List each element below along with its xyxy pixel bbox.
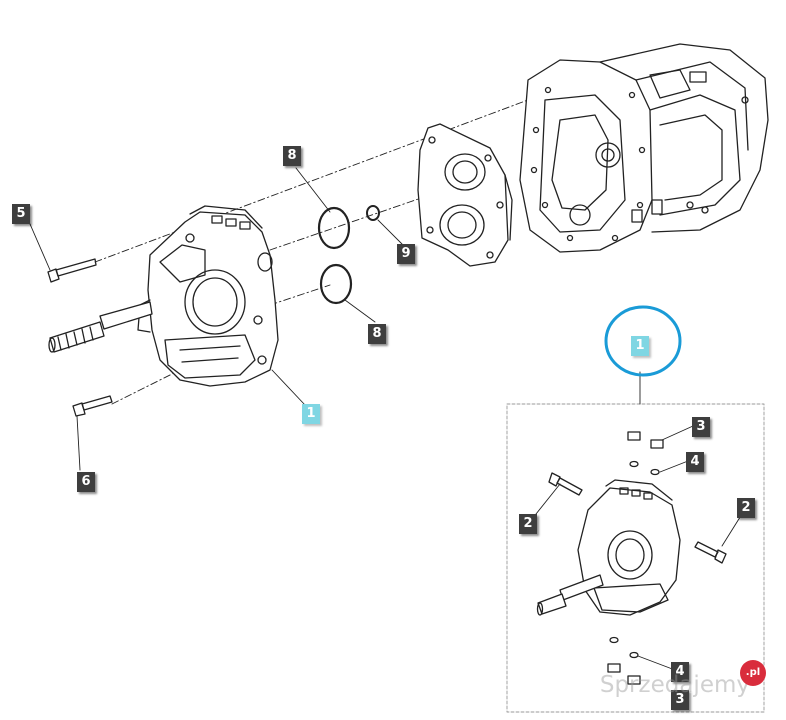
callout-8-top: 8 xyxy=(283,146,301,166)
callout-5: 5 xyxy=(12,204,30,224)
detail-inset xyxy=(506,371,765,713)
callout-4-bottom: 4 xyxy=(671,662,689,682)
transmission-housing xyxy=(519,43,769,253)
callout-1-detail: 1 xyxy=(631,336,649,356)
watermark-badge: .pl xyxy=(740,660,766,686)
highlight-circle xyxy=(604,305,682,377)
seal-ring-9 xyxy=(366,205,380,221)
callout-2-left: 2 xyxy=(519,514,537,534)
o-ring-8-bottom xyxy=(319,263,353,305)
callout-3-bottom: 3 xyxy=(671,690,689,710)
callout-8-bottom: 8 xyxy=(368,324,386,344)
adapter-plate xyxy=(417,123,513,267)
callout-9: 9 xyxy=(397,244,415,264)
callout-4-top: 4 xyxy=(686,452,704,472)
leader-lines xyxy=(29,167,743,671)
callout-1-main: 1 xyxy=(302,404,320,424)
pump-assembly-main xyxy=(48,205,279,387)
watermark-text: Sprzedajemy xyxy=(599,672,750,698)
callout-6: 6 xyxy=(77,472,95,492)
bolt-6 xyxy=(72,395,113,417)
callout-3-top: 3 xyxy=(692,417,710,437)
pump-assembly-detail xyxy=(536,431,727,685)
o-ring-8-top xyxy=(317,206,351,250)
bolt-5 xyxy=(47,258,97,283)
callout-2-right: 2 xyxy=(737,498,755,518)
